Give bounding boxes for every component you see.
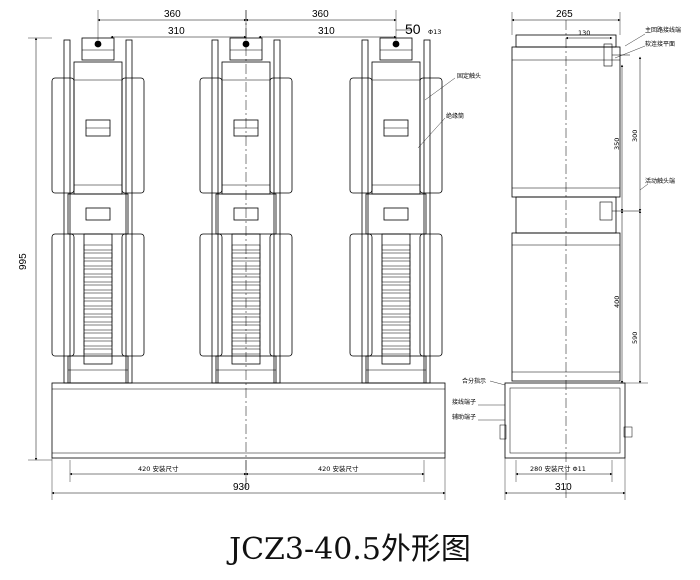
dim-mount-left: 420 安装尺寸 [138,464,179,473]
side-label-terminal2: 辅助端子 [452,413,476,421]
dim-pitch-right: 360 [312,9,329,20]
side-view [499,20,640,500]
label-upper-cover: 固定触头 [457,72,481,80]
lower-shell-left [199,233,223,357]
dim-hole: Φ13 [428,28,441,36]
dimension-bottom [51,458,446,500]
side-dim-350: 350 [613,138,621,150]
upper-shell-left [199,77,223,194]
dim-pitch-left: 360 [164,9,181,20]
pole-right [349,37,443,384]
upper-shell-right [419,77,443,194]
post-right [125,39,133,384]
lower-shell-right [419,233,443,357]
bellows [83,233,113,365]
mid-block [383,207,409,221]
dim-terminal: 50 [405,21,421,37]
lower-flange [365,355,427,384]
outline-drawing: 360 360 310 310 50 Φ13 995 420 安装尺寸 420 … [18,9,681,500]
dim-height: 995 [18,253,29,270]
side-label-base-cover: 合分指示 [462,377,486,385]
post-left [63,39,71,384]
lower-shell-left [51,233,75,357]
mid-flange [365,193,427,235]
side-dim-400: 400 [613,296,621,308]
bellows [381,233,411,365]
pole-middle [199,37,293,384]
lower-flange [67,355,129,384]
lower-shell-right [269,233,293,357]
mid-flange [67,193,129,235]
lower-shell-right [121,233,145,357]
side-dim-width: 265 [556,9,573,20]
dim-width: 930 [233,482,250,493]
side-label-mid: 活动触头端 [645,177,675,185]
post-left [211,39,219,384]
side-label-terminal1: 接线端子 [452,398,476,406]
side-label-top2: 软连接平面 [645,40,675,48]
side-dimensions [478,12,649,500]
side-label-top1: 主回路接线端 [645,26,681,34]
side-dim-offset: 130 [578,29,590,37]
side-dim-mount: 280 安装尺寸 Φ11 [530,464,586,473]
upper-shell-right [121,77,145,194]
side-dim-300: 300 [631,130,639,142]
upper-shell-left [51,77,75,194]
lower-shell-left [349,233,373,357]
upper-shell-left [349,77,373,194]
dimension-height [28,37,52,461]
post-right [423,39,431,384]
mid-block [85,207,111,221]
dimension-top [97,10,412,40]
label-insulator: 绝缘筒 [446,112,464,120]
pole-left [51,37,145,384]
post-right [273,39,281,384]
terminal-hole [94,40,102,48]
upper-shell-right [269,77,293,194]
side-dim-base: 310 [555,482,572,493]
front-base-box [51,382,446,459]
dim-bus-right: 310 [318,26,335,37]
dim-mount-right: 420 安装尺寸 [318,464,359,473]
post-left [361,39,369,384]
dim-bus-left: 310 [168,26,185,37]
side-dim-590: 590 [631,332,639,344]
drawing-caption: JCZ3-40.5外形图 [229,532,471,567]
terminal-hole [392,40,400,48]
